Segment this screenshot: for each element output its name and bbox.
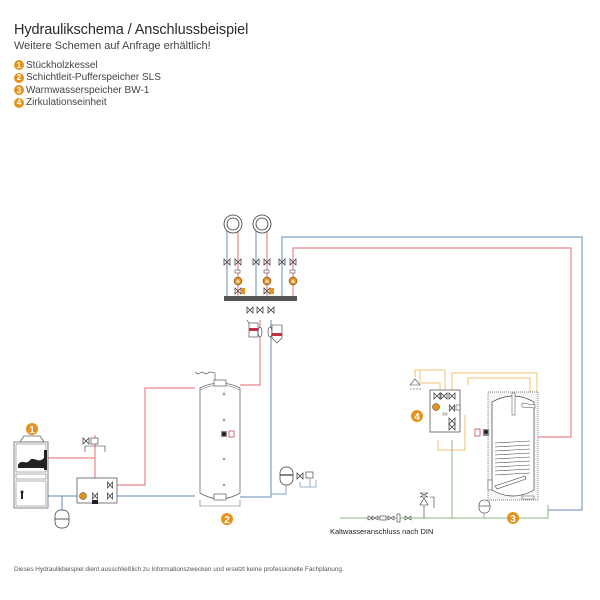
boiler-supply-pipe bbox=[47, 387, 195, 486]
page-subtitle: Weitere Schemen auf Anfrage erhältlich! bbox=[14, 40, 211, 52]
wood-boiler bbox=[13, 435, 49, 509]
safety-group-icon bbox=[296, 471, 317, 488]
safety-valve-icon bbox=[419, 492, 435, 518]
pump-icon bbox=[233, 276, 243, 286]
pump-icon bbox=[288, 276, 298, 286]
return-pipe-bw bbox=[281, 236, 583, 511]
shower-icon bbox=[409, 378, 421, 390]
marker-2-badge bbox=[221, 513, 233, 525]
number-badge: 4 bbox=[14, 97, 24, 108]
disclaimer: Dieses Hydraulikbeispiel dient ausschlie… bbox=[14, 566, 344, 573]
shutoff-valve-icon bbox=[267, 306, 275, 314]
legend-label: Zirkulationseinheit bbox=[26, 97, 107, 109]
marker-4-badge bbox=[411, 410, 423, 422]
page-title: Hydraulikschema / Anschlussbeispiel bbox=[14, 22, 249, 38]
dirt-separator-icon bbox=[267, 324, 283, 344]
expansion-vessel-icon bbox=[54, 509, 70, 529]
marker-4-label: 4 bbox=[414, 412, 420, 423]
shutoff-valve-icon bbox=[256, 306, 264, 314]
expansion-vessel-icon bbox=[271, 466, 294, 495]
legend-label: Stückholzkessel bbox=[26, 59, 98, 71]
manifold bbox=[224, 296, 297, 301]
number-badge: 1 bbox=[14, 60, 24, 71]
radiator bbox=[252, 214, 272, 234]
number-badge: 2 bbox=[14, 72, 24, 83]
return-group bbox=[76, 477, 118, 504]
return-pipe-buffer bbox=[240, 320, 272, 498]
marker-1-label: 1 bbox=[29, 425, 35, 436]
buffer-tank bbox=[194, 371, 241, 507]
supply-pipe-buffer bbox=[240, 320, 261, 386]
marker-1-badge bbox=[26, 423, 38, 435]
circulation-unit bbox=[429, 389, 461, 433]
pump-icon bbox=[262, 276, 272, 286]
supply-pipe-bw bbox=[292, 247, 572, 438]
air-separator-icon bbox=[246, 319, 263, 338]
dhw-pipes bbox=[414, 369, 538, 421]
legend-label: Warmwasserspeicher BW-1 bbox=[26, 84, 150, 96]
marker-3-badge bbox=[507, 512, 519, 524]
mixing-valve-icon bbox=[263, 287, 274, 295]
safety-group-icon bbox=[82, 437, 106, 452]
marker-3-label: 3 bbox=[510, 514, 516, 525]
hot-water-tank bbox=[474, 391, 539, 501]
pump-icon bbox=[79, 492, 87, 500]
shutoff-valve-icon bbox=[246, 306, 254, 314]
number-badge: 3 bbox=[14, 85, 24, 96]
cold-water-fittings bbox=[367, 513, 412, 523]
expansion-vessel-icon bbox=[478, 499, 491, 514]
legend-label: Schichtleit-Pufferspeicher SLS bbox=[26, 72, 161, 84]
mixing-valve-icon bbox=[234, 287, 245, 295]
marker-2-label: 2 bbox=[224, 515, 230, 526]
radiator bbox=[223, 214, 243, 234]
cold-water-label: Kaltwasseranschluss nach DIN bbox=[330, 527, 434, 536]
